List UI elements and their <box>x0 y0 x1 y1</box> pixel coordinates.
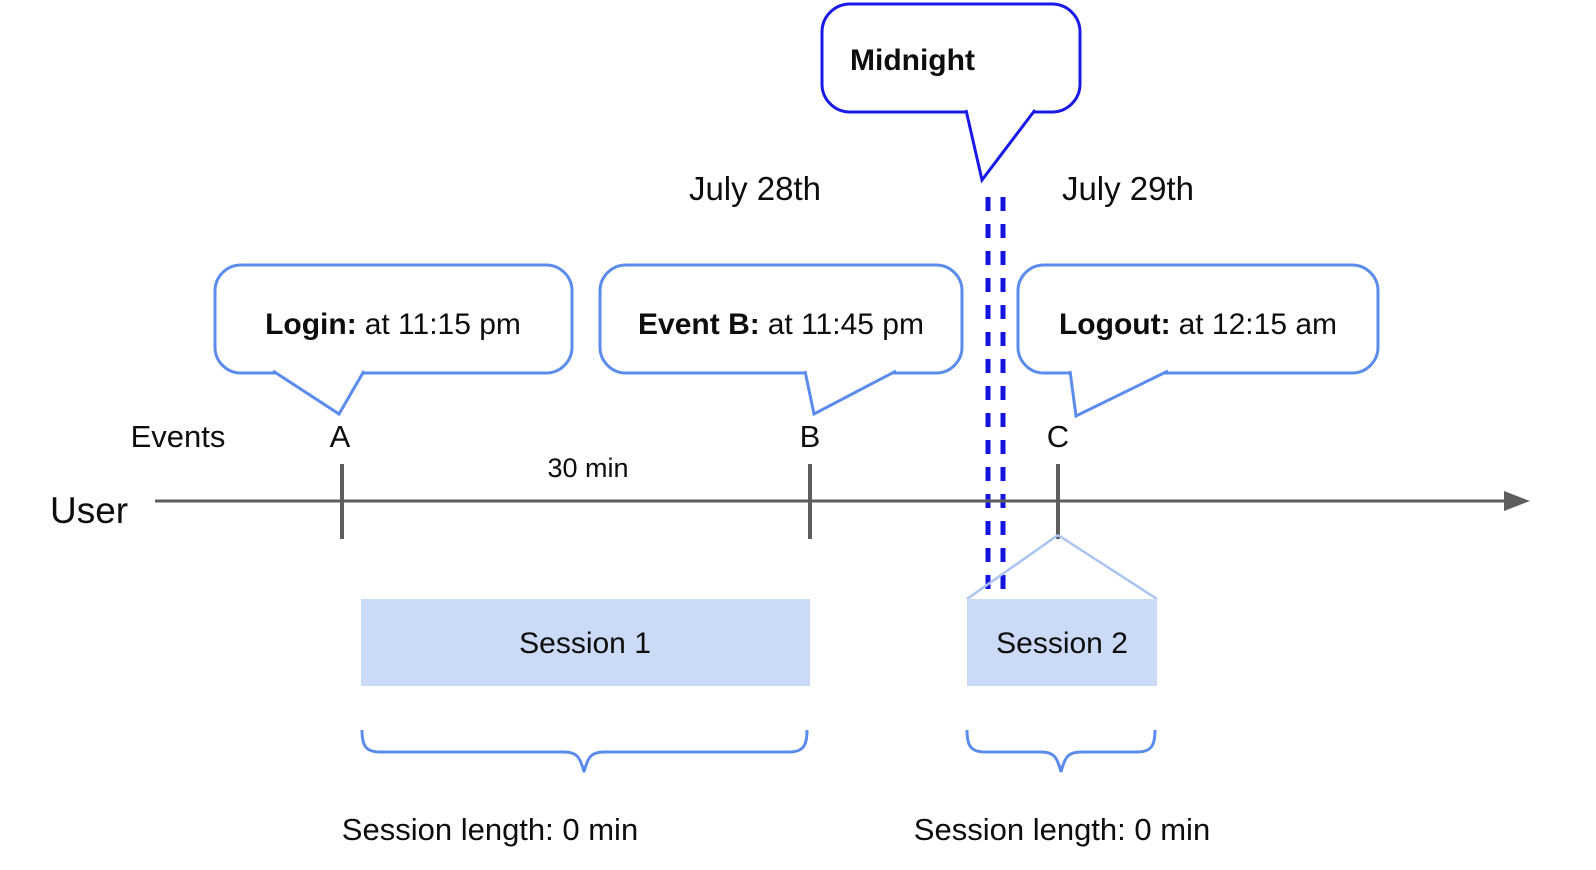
session-1-label: Session 1 <box>519 627 651 660</box>
logout-callout-bubble <box>1016 263 1380 375</box>
event-a-label: A <box>330 419 351 454</box>
user-row-label: User <box>50 490 128 531</box>
logout-callout-time: at 12:15 am <box>1179 308 1337 341</box>
session-2-length-label: Session length: 0 min <box>914 812 1210 847</box>
session-2-label: Session 2 <box>996 627 1128 660</box>
login-callout-bubble <box>213 263 574 375</box>
midnight-label: Midnight <box>850 44 975 77</box>
midnight-callout: Midnight <box>820 2 1082 184</box>
event-b-callout: Event B:at 11:45 pm <box>598 263 964 417</box>
event-b-callout-time: at 11:45 pm <box>768 308 924 341</box>
event-c-label: C <box>1047 419 1069 454</box>
event-b-callout-text: Event B:at 11:45 pm <box>638 308 924 341</box>
login-callout-text: Login:at 11:15 pm <box>265 308 521 341</box>
date-july-28-label: July 28th <box>689 170 821 207</box>
session-2-connector-right <box>1057 533 1158 601</box>
midnight-callout-tail <box>964 109 1037 184</box>
midnight-divider <box>985 197 1006 599</box>
session-bars: Session 1 Session 2 <box>361 599 1157 686</box>
session-1-length-label: Session length: 0 min <box>342 812 638 847</box>
event-b-callout-bubble <box>598 263 964 375</box>
timeline-arrowhead-icon <box>1504 491 1530 511</box>
login-callout-tail-fill <box>273 370 364 414</box>
session-2-connector <box>966 533 1158 601</box>
session-1-bar <box>361 599 810 686</box>
event-b-callout-tail <box>803 369 897 417</box>
logout-callout-tail <box>1068 369 1169 419</box>
logout-callout: Logout:at 12:15 am <box>1016 263 1380 419</box>
midnight-callout-tail-fill <box>966 109 1035 180</box>
session-1-brace <box>360 729 809 773</box>
timeline-axis: User <box>50 464 1530 539</box>
logout-callout-text: Logout:at 12:15 am <box>1059 308 1337 341</box>
event-b-callout-prefix: Event B: <box>638 308 760 341</box>
login-callout-tail <box>272 369 366 417</box>
logout-callout-prefix: Logout: <box>1059 308 1171 341</box>
session-2-bar <box>967 599 1157 686</box>
event-b-label: B <box>800 419 821 454</box>
login-callout-time: at 11:15 pm <box>365 308 521 341</box>
session-2-brace <box>965 729 1157 773</box>
session-2-connector-left <box>966 533 1059 601</box>
date-july-29-label: July 29th <box>1062 170 1194 207</box>
event-b-callout-tail-fill <box>805 370 896 414</box>
midnight-callout-bubble <box>820 2 1082 114</box>
login-callout: Login:at 11:15 pm <box>213 263 574 417</box>
login-callout-prefix: Login: <box>265 308 357 341</box>
interval-label: 30 min <box>547 453 628 483</box>
events-row-label: Events <box>131 419 226 454</box>
